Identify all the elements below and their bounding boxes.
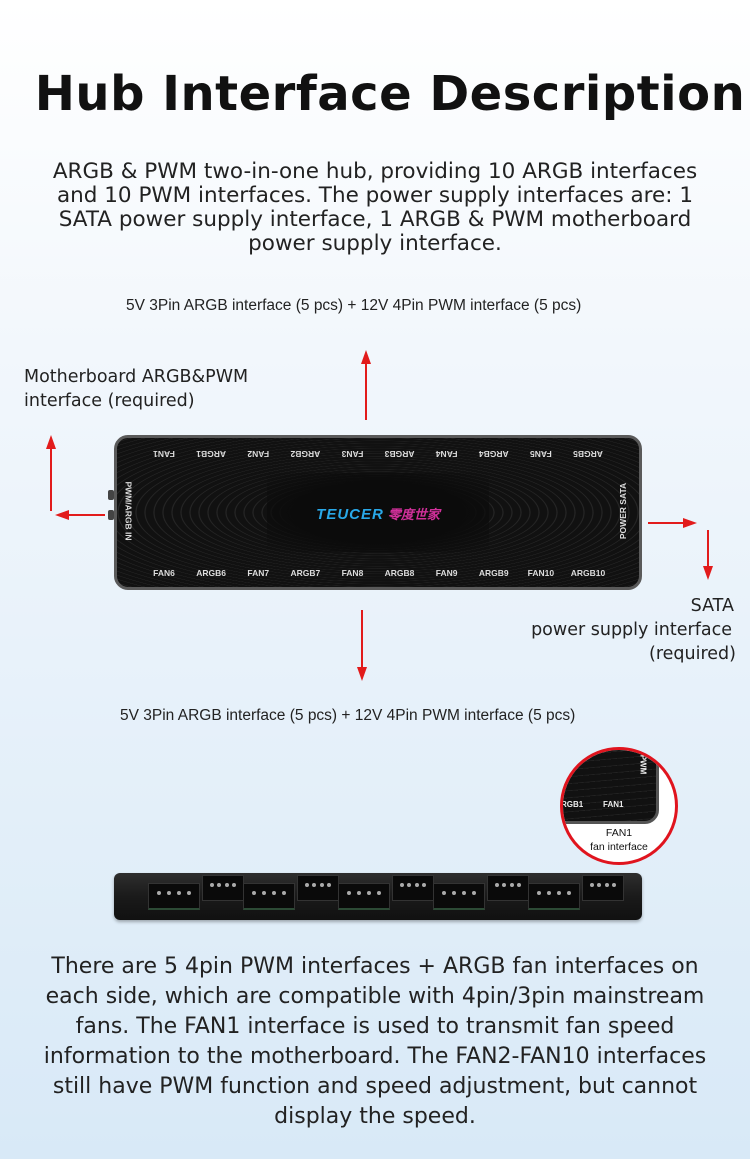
port-label: FAN9 — [435, 568, 458, 578]
arrow-down-icon — [357, 667, 367, 681]
hub-side-view — [114, 873, 642, 920]
arrow-up-shaft — [365, 362, 367, 420]
arrow-up-shaft — [50, 447, 52, 511]
pwm-connector — [433, 883, 485, 910]
port-label: ARGB8 — [384, 568, 415, 578]
arrow-up-icon — [361, 350, 371, 364]
callout-port-label: FAN1 — [603, 800, 624, 809]
port-label: FAN10 — [527, 568, 555, 578]
pwm-connector — [148, 883, 200, 910]
port-label: FAN5 — [530, 449, 552, 459]
hub-port-nub — [108, 510, 114, 520]
motherboard-label: Motherboard ARGB&PWM interface (required… — [24, 365, 248, 413]
hub-top-ports: ARGB5 FAN5 ARGB4 FAN4 ARGB3 FAN3 ARGB2 F… — [141, 449, 611, 459]
port-label: ARGB3 — [384, 449, 415, 459]
arrow-left-icon — [55, 510, 69, 520]
port-label: ARGB9 — [478, 568, 509, 578]
sata-label-line3: (required) — [649, 644, 736, 664]
port-label: FAN1 — [153, 449, 175, 459]
port-label: ARGB6 — [196, 568, 226, 578]
pwm-connector — [243, 883, 295, 910]
port-label: ARGB1 — [196, 449, 227, 459]
port-label: ARGB7 — [290, 568, 321, 578]
hub-port-nub — [108, 490, 114, 500]
argb-connector — [202, 875, 244, 901]
arrow-down-shaft — [707, 530, 709, 566]
port-label: ARGB2 — [290, 449, 321, 459]
page-title: Hub Interface Description — [34, 66, 746, 122]
argb-connector — [487, 875, 529, 901]
arrow-right-shaft — [648, 522, 684, 524]
port-label: FAN8 — [341, 568, 364, 578]
port-label: ARGB5 — [573, 449, 603, 459]
port-label: ARGB10 — [570, 568, 606, 578]
argb-connector — [392, 875, 434, 901]
hub-top-view: ARGB5 FAN5 ARGB4 FAN4 ARGB3 FAN3 ARGB2 F… — [114, 435, 642, 590]
intro-text: ARGB & PWM two-in-one hub, providing 10 … — [52, 159, 698, 256]
motherboard-label-line2: interface (required) — [24, 391, 195, 411]
motherboard-label-line1: Motherboard ARGB&PWM — [24, 367, 249, 387]
outro-text: There are 5 4pin PWM interfaces + ARGB f… — [43, 954, 707, 1129]
argb-connector — [582, 875, 624, 901]
sata-label: SATA power supply interface (required) — [531, 594, 736, 666]
hub-bottom-ports: FAN6 ARGB6 FAN7 ARGB7 FAN8 ARGB8 FAN9 AR… — [141, 568, 611, 578]
port-label: FAN6 — [153, 568, 175, 578]
callout-port-label: RGB1 — [561, 800, 584, 809]
arrow-down-shaft — [361, 610, 363, 668]
arrow-right-icon — [683, 518, 697, 528]
callout-side-label: PWM — [638, 754, 648, 775]
arrow-up-icon — [46, 435, 56, 449]
top-interface-label: 5V 3Pin ARGB interface (5 pcs) + 12V 4Pi… — [126, 297, 582, 314]
argb-connector — [297, 875, 339, 901]
fan1-callout: RGB1 FAN1 PWM FAN1 fan interface — [560, 747, 678, 865]
port-label: FAN3 — [341, 449, 364, 459]
sata-label-line1: SATA — [690, 596, 734, 616]
callout-caption: FAN1 fan interface — [590, 827, 648, 853]
arrow-down-icon — [703, 566, 713, 580]
port-label: FAN7 — [247, 568, 270, 578]
pwm-connector — [338, 883, 390, 910]
port-label: ARGB4 — [478, 449, 509, 459]
pwm-connector — [528, 883, 580, 910]
sata-label-line2: power supply interface — [531, 620, 732, 640]
bottom-interface-label: 5V 3Pin ARGB interface (5 pcs) + 12V 4Pi… — [120, 707, 576, 724]
port-label: FAN4 — [435, 449, 458, 459]
port-label: FAN2 — [247, 449, 270, 459]
arrow-left-shaft — [67, 514, 105, 516]
